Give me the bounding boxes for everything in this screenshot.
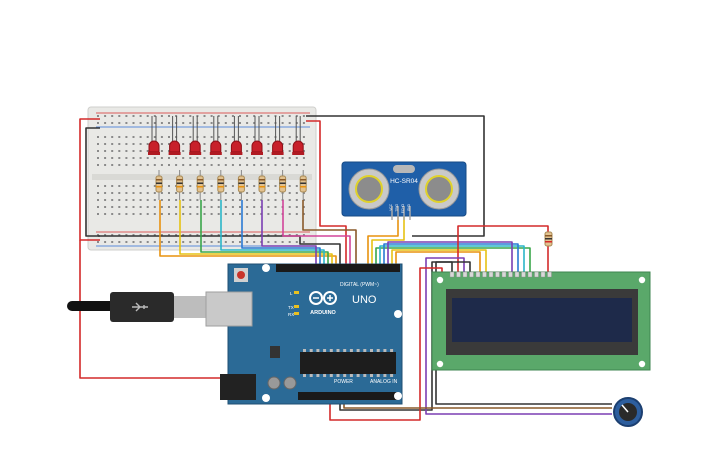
digital-label: DIGITAL (PWM~) [340,282,379,288]
led-3 [189,116,202,155]
lcd-pins [449,271,552,278]
wire-green [200,200,329,270]
wire-sensor-a [367,216,399,270]
wire-lcd-2 [379,245,525,274]
arduino-logo-icon [309,291,337,305]
wire-black-top [306,115,485,237]
resistor-6 [258,170,266,200]
led-7 [271,116,284,155]
power-label: POWER [334,379,353,385]
lcd-display[interactable] [431,271,651,371]
wire-red-5v [79,240,228,379]
l-led-label: L [290,291,293,296]
wire-lcd-6 [395,251,481,274]
led-8 [292,116,305,155]
sensor-pin-label: VCC [389,203,393,210]
potentiometer-knob-icon[interactable] [613,397,643,427]
wire-sensor-b [371,216,405,270]
wire-black-left [85,127,100,237]
led-row [148,116,307,200]
sensor-pin-label: GND [407,203,411,211]
resistor-4 [217,170,225,200]
resistor-7 [279,170,287,200]
tx-label: TX [288,305,294,310]
sensor-pin-label: ECHO [401,203,405,213]
resistor-5 [237,170,245,200]
resistor-1 [155,170,163,200]
wire-lcd-5 [391,249,487,274]
resistor-2 [176,170,184,200]
wire-cyan [220,200,325,270]
wire-lcd-red [457,225,549,274]
resistor-8 [299,170,307,200]
lcd-resistor [544,231,553,247]
led-4 [209,116,222,155]
wire-red-left [79,118,100,241]
wire-blue [241,200,321,270]
resistor-3 [196,170,204,200]
led-6 [251,116,263,155]
arduino-model: UNO [352,294,377,306]
wire-purple [261,200,317,270]
led-2 [168,116,181,155]
wire-lcd-purple [425,257,612,415]
sensor-pin-label: TRIG [395,203,399,211]
led-5 [230,116,243,155]
wire-pink [282,200,351,270]
analog-label: ANALOG IN [370,379,398,385]
wire-lcd-red3 [329,267,443,421]
wire-lcd-black2 [435,261,612,405]
wire-red-top [306,120,347,268]
wire-lcd-1 [375,247,531,274]
sensor-model: HC-SR04 [390,178,418,185]
rx-label: RX [288,312,294,317]
wire-brown [302,200,357,270]
wire-yellow [179,200,333,270]
wire-orange [159,200,337,270]
led-1 [148,116,160,155]
wire-lcd-3 [383,243,519,274]
lcd-screen [452,298,632,342]
arduino-brand: ARDUINO [310,310,336,316]
wire-black-gnd [98,235,341,270]
wire-lcd-4 [387,241,513,274]
usb-icon [132,302,148,312]
arduino-uno[interactable]: ARDUINO UNO DIGITAL (PWM~) POWER ANALOG … [67,263,403,405]
